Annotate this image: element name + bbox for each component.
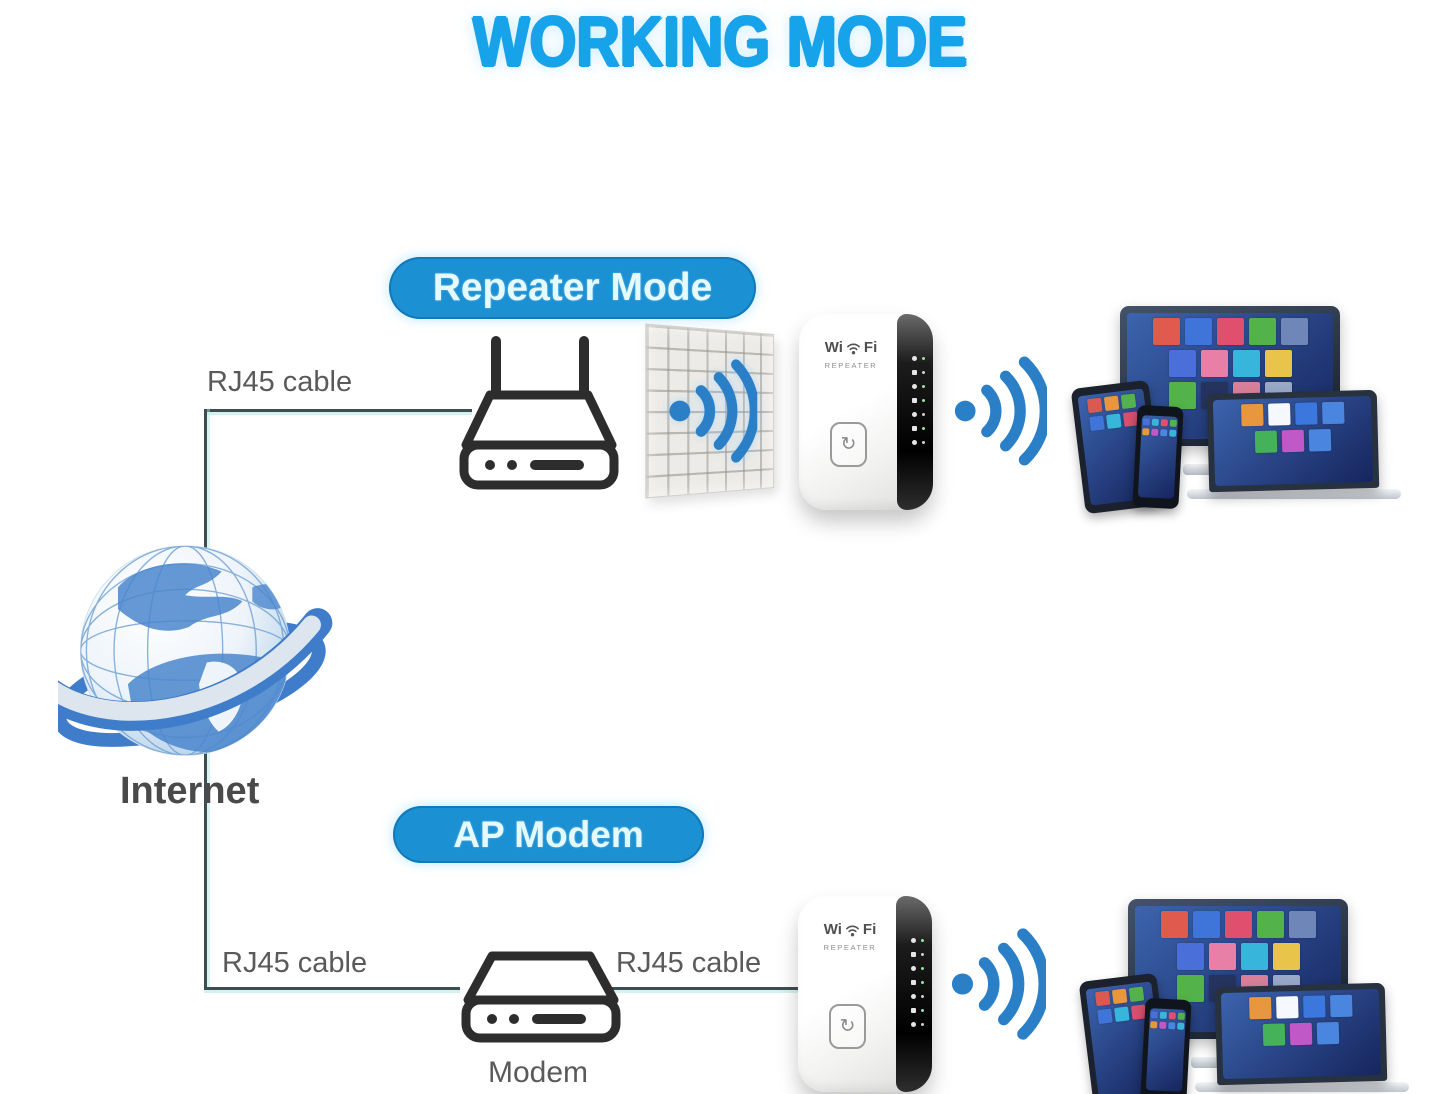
wps-button: ↻: [829, 1004, 866, 1049]
laptop-screen: [1212, 395, 1374, 487]
brand-subtitle: REPEATER: [823, 943, 877, 952]
led-indicators: [910, 938, 924, 1027]
rj45-cable-label-bottom-right: RJ45 cable: [616, 947, 762, 979]
router-icon: [459, 336, 619, 490]
cable-line-bottom-left: [204, 987, 460, 990]
laptop-base: [1195, 1082, 1409, 1092]
ap-modem-badge: AP Modem: [393, 806, 704, 863]
wifi-repeater-device-top: Wi Fi REPEATER ↻: [799, 314, 933, 510]
cable-line-top: [204, 409, 472, 412]
led-indicators: [911, 356, 925, 445]
brand-wi: Wi: [823, 921, 842, 938]
internet-label: Internet: [120, 770, 260, 812]
brand-fi: Fi: [863, 339, 878, 356]
internet-globe-icon: [58, 545, 333, 756]
rj45-cable-label-bottom-left: RJ45 cable: [222, 947, 368, 979]
brand-subtitle: REPEATER: [824, 361, 878, 370]
repeater-brand: Wi Fi REPEATER: [802, 922, 898, 955]
laptop-icon: [1214, 982, 1388, 1086]
cable-line-bottom-right: [612, 987, 806, 990]
wifi-signal-icon-bottom: [951, 928, 1046, 1040]
wifi-signal-icon-top: [954, 356, 1047, 466]
brick-wall: [645, 323, 774, 499]
laptop-icon: [1206, 389, 1380, 493]
wall-wifi-signal-icon: [666, 352, 757, 470]
rj45-cable-label-top: RJ45 cable: [207, 366, 353, 398]
modem-label: Modem: [487, 1056, 589, 1089]
brand-wifi-icon: [846, 925, 859, 937]
phone-screen: [1145, 1008, 1187, 1092]
laptop-base: [1187, 489, 1401, 499]
brand-wi: Wi: [824, 339, 843, 356]
phone-icon: [1132, 404, 1184, 510]
phone-screen: [1137, 415, 1179, 499]
laptop-screen: [1220, 988, 1382, 1080]
brand-wifi-icon: [847, 343, 860, 355]
repeater-mode-badge: Repeater Mode: [389, 257, 756, 319]
wps-button: ↻: [830, 422, 867, 467]
page-title: WORKING MODE: [472, 3, 968, 82]
wifi-repeater-device-bottom: Wi Fi REPEATER ↻: [798, 896, 932, 1092]
phone-icon: [1140, 997, 1192, 1094]
devices-cluster-bottom: [1078, 885, 1440, 1094]
brand-fi: Fi: [862, 921, 877, 938]
devices-cluster-top: [1070, 292, 1440, 515]
repeater-brand: Wi Fi REPEATER: [803, 340, 899, 373]
modem-icon: [461, 951, 621, 1043]
